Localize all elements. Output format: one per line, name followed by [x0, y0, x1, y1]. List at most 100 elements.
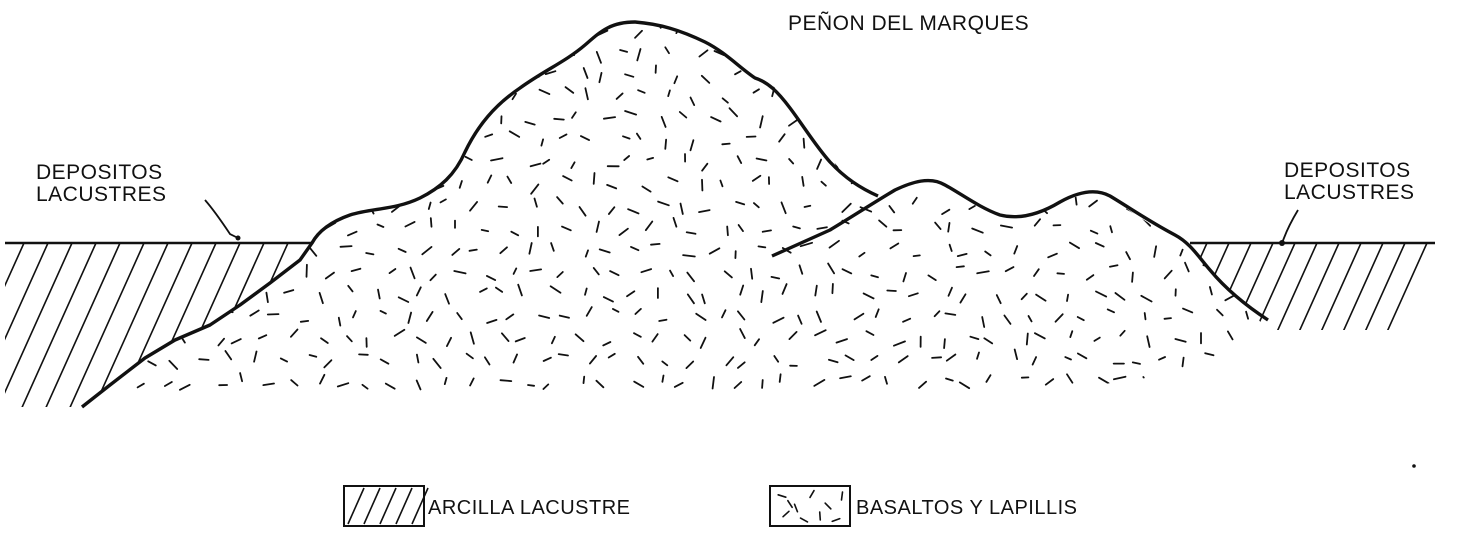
- basalt-dash: [604, 297, 613, 302]
- basalt-dash: [722, 310, 726, 317]
- basalt-dash: [720, 181, 722, 187]
- basalt-dash: [585, 88, 588, 99]
- basalt-dash: [447, 338, 451, 346]
- basalt-dash: [535, 199, 537, 207]
- basalt-dash: [751, 269, 752, 279]
- basalt-dash: [879, 220, 886, 226]
- basalt-dash: [960, 294, 965, 302]
- annotation-depositos-right: DEPOSITOS LACUSTRES: [1284, 160, 1415, 204]
- basalt-dash: [789, 159, 793, 164]
- basalt-dash: [1062, 180, 1066, 191]
- basalt-dash: [1273, 67, 1279, 74]
- basalt-dash: [947, 159, 955, 161]
- basalt-dash: [1210, 287, 1212, 295]
- basalt-dash: [821, 182, 826, 186]
- basalt-dash: [1273, 372, 1276, 382]
- basalt-dash: [599, 73, 601, 82]
- basalt-dash: [860, 159, 868, 162]
- basalt-dash: [961, 50, 962, 56]
- basalt-dash: [933, 130, 934, 138]
- basalt-dash: [662, 361, 667, 365]
- basalt-dash: [862, 376, 870, 380]
- basalt-dash: [662, 117, 666, 127]
- basalt-dash: [172, 50, 182, 54]
- basalt-dash: [381, 359, 389, 363]
- basalt-dash: [658, 202, 669, 206]
- basalt-dash: [320, 293, 323, 303]
- basalt-dash: [1048, 254, 1057, 258]
- basalt-dash: [439, 88, 445, 98]
- basalt-dash: [262, 165, 268, 169]
- basalt-dash: [635, 309, 641, 314]
- basalt-dash: [430, 275, 435, 281]
- basalt-dash: [1246, 355, 1255, 361]
- basalt-dash: [486, 46, 488, 52]
- basalt-dash: [491, 158, 503, 160]
- basalt-dash: [574, 24, 579, 29]
- basalt-dash: [731, 28, 742, 31]
- basalt-dash: [202, 276, 208, 280]
- basalt-dash: [1261, 205, 1265, 216]
- basalt-dash: [903, 98, 912, 104]
- basalt-dash: [740, 329, 745, 338]
- main-hill-outline: [82, 22, 878, 407]
- basalt-dash: [368, 26, 377, 31]
- basalt-dash: [722, 144, 729, 145]
- basalt-dash: [913, 198, 917, 204]
- basalt-dash: [445, 294, 449, 304]
- basalt-dash: [539, 316, 549, 319]
- basalt-dash: [1180, 204, 1184, 213]
- basalt-dash: [683, 255, 695, 256]
- basalt-dash: [687, 232, 696, 234]
- basalt-dash: [1037, 94, 1044, 99]
- basalt-dash: [1279, 157, 1281, 168]
- basalt-dash: [738, 362, 745, 368]
- basalt-dash: [871, 356, 877, 360]
- basalt-dash: [454, 91, 460, 95]
- basalt-dash: [320, 375, 324, 384]
- basalt-dash: [566, 87, 574, 93]
- basalt-dash: [943, 67, 950, 70]
- basalt-dash: [478, 97, 487, 103]
- basalt-dash: [457, 313, 462, 319]
- basalt-dash: [1148, 69, 1157, 75]
- basalt-dash: [554, 119, 564, 120]
- basalt-dash: [634, 333, 641, 337]
- basalt-dash: [338, 383, 349, 386]
- basalt-dash: [600, 249, 610, 252]
- basalt-dash: [596, 381, 603, 388]
- basalt-dash: [1154, 246, 1156, 257]
- basalt-dash: [531, 164, 541, 167]
- basalt-dash: [837, 339, 848, 343]
- basalt-dash: [1198, 378, 1206, 386]
- basalt-dash: [467, 354, 473, 359]
- basalt-dash: [825, 50, 832, 52]
- basalt-dash: [1000, 112, 1007, 121]
- basalt-dash: [441, 199, 446, 202]
- clay-hatch-line: [1254, 243, 1295, 335]
- basalt-dash: [1247, 86, 1248, 94]
- basalt-dash: [1147, 336, 1149, 347]
- basalt-dash: [674, 76, 677, 83]
- basalt-dash: [1224, 114, 1225, 123]
- basalt-dash: [889, 206, 894, 212]
- basalt-dash: [362, 44, 366, 52]
- basalt-dash: [1180, 73, 1185, 81]
- basalt-dash: [1202, 29, 1212, 32]
- basalt-dash: [1178, 382, 1182, 388]
- basalt-dash: [525, 122, 534, 125]
- clay-hatch-line: [0, 243, 48, 410]
- basalt-dash: [899, 356, 908, 362]
- basalt-dash: [1093, 157, 1101, 160]
- basalt-dash: [638, 90, 645, 93]
- basalt-dash: [1203, 158, 1213, 164]
- clay-hatch-line: [1188, 243, 1229, 335]
- basalt-dash: [624, 156, 629, 160]
- basalt-dash: [173, 266, 174, 277]
- basalt-dash: [210, 199, 221, 202]
- basalt-dash: [416, 100, 420, 105]
- basalt-dash: [552, 337, 555, 344]
- basalt-dash: [572, 112, 576, 118]
- basalt-dash: [597, 52, 601, 63]
- annotation-left-line2: LACUSTRES: [36, 184, 167, 206]
